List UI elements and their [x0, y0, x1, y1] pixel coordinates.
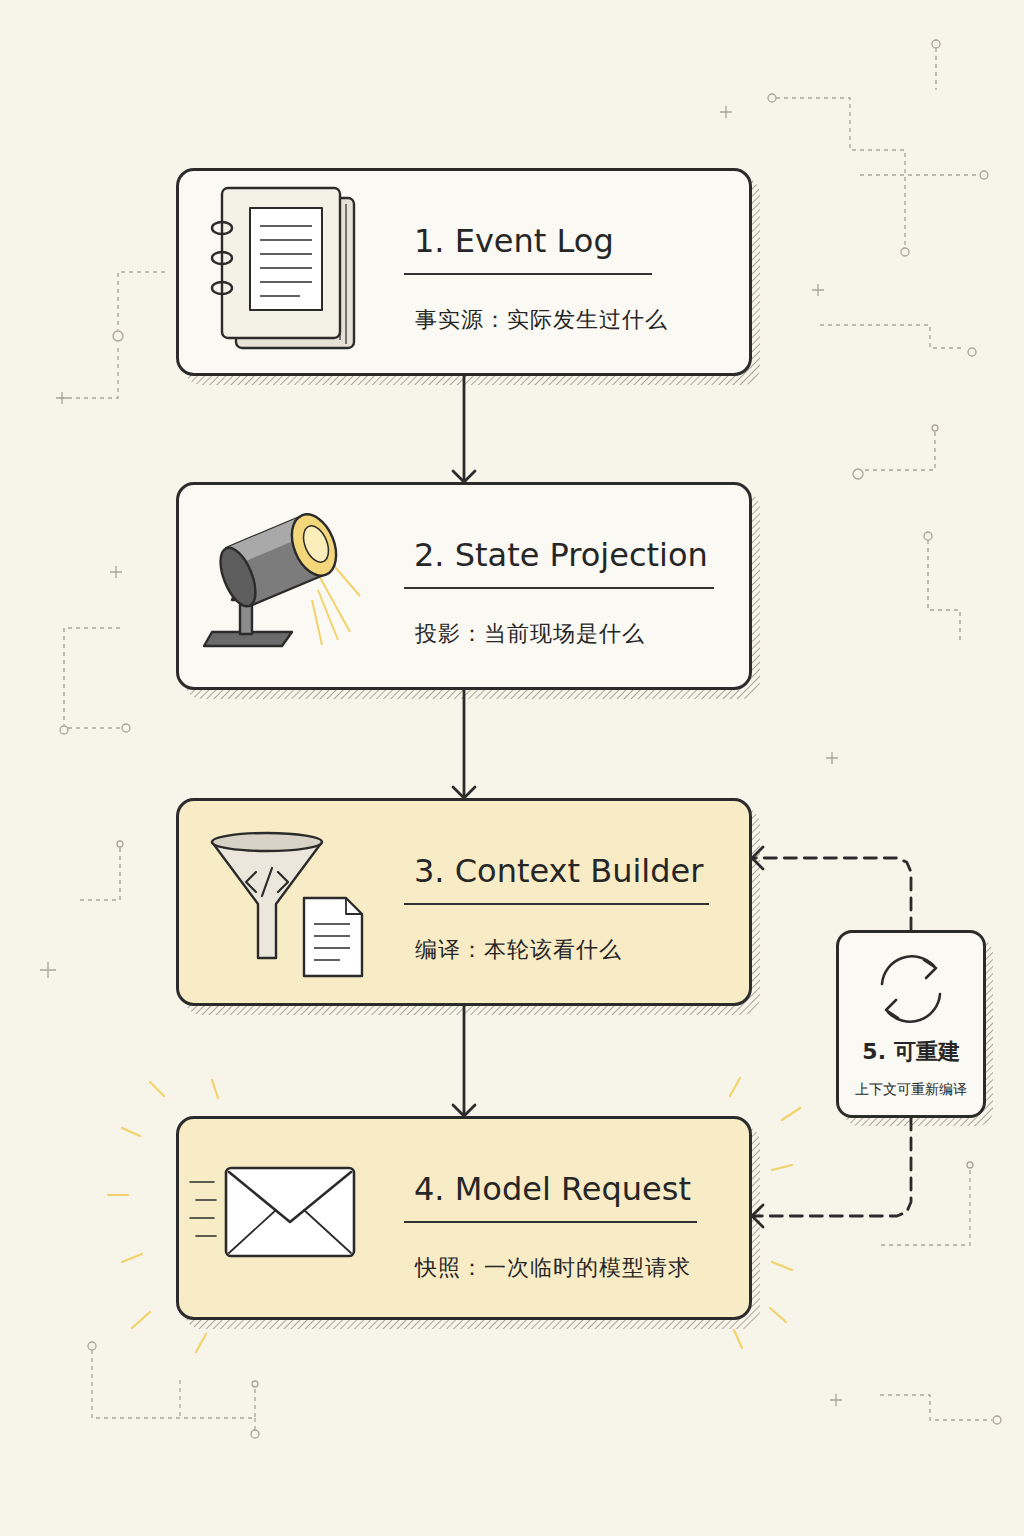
glow-rays-part	[770, 1308, 786, 1322]
glow-rays	[108, 1078, 800, 1352]
node-title: 1. Event Log	[404, 221, 652, 275]
circuit-decoration-part	[68, 727, 120, 728]
circuit-decoration-part	[980, 171, 988, 179]
circuit-decoration-part	[776, 98, 905, 248]
glow-rays-part	[730, 1078, 740, 1096]
circuit-decoration-part	[40, 962, 56, 978]
circuit-decoration-part	[820, 325, 965, 348]
node-description: 投影：当前现场是什么	[415, 619, 645, 649]
circuit-decoration-part	[113, 331, 123, 341]
node-description: 上下文可重新编译	[839, 1079, 983, 1099]
circuit-decoration-part	[60, 726, 68, 734]
node-title: 4. Model Request	[404, 1169, 697, 1223]
circuit-decoration-part	[122, 724, 130, 732]
flow-arrow	[463, 1006, 466, 1116]
circuit-decoration-part	[826, 752, 838, 764]
circuit-decoration-part	[993, 1416, 1001, 1424]
dashed-arrow	[752, 1118, 911, 1216]
node-title: 5. 可重建	[839, 1037, 983, 1067]
circuit-decoration-part	[768, 94, 776, 102]
circuit-decoration-part	[924, 532, 932, 540]
circuit-decoration-part	[251, 1430, 259, 1438]
circuit-decoration-part	[880, 1395, 992, 1420]
glow-rays-part	[734, 1330, 742, 1348]
node-description: 快照：一次临时的模型请求	[415, 1253, 691, 1283]
glow-rays-part	[132, 1312, 150, 1328]
circuit-decoration-part	[64, 628, 120, 725]
glow-rays-part	[772, 1165, 792, 1170]
circuit-decoration-part	[853, 469, 863, 479]
glow-rays-part	[782, 1108, 800, 1120]
circuit-decoration-part	[880, 1170, 970, 1245]
node-title: 2. State Projection	[404, 535, 714, 589]
circuit-decoration	[40, 40, 1001, 1438]
circuit-decoration-part	[254, 1418, 255, 1430]
circuit-decoration-part	[118, 272, 165, 330]
circuit-decoration-part	[932, 40, 940, 48]
circuit-decoration-part	[862, 432, 935, 470]
glow-rays-part	[150, 1082, 164, 1096]
circuit-decoration-part	[110, 566, 122, 578]
circuit-decoration-part	[928, 540, 960, 640]
process-box: 4. Model Request 快照：一次临时的模型请求	[176, 1116, 752, 1320]
circuit-decoration-part	[968, 348, 976, 356]
flow-arrow	[463, 376, 466, 482]
circuit-decoration-part	[967, 1162, 973, 1168]
node-title: 3. Context Builder	[404, 851, 709, 905]
process-box: 1. Event Log 事实源：实际发生过什么	[176, 168, 752, 376]
glow-rays-part	[196, 1334, 206, 1352]
glow-rays-part	[122, 1128, 140, 1136]
circuit-decoration-part	[860, 174, 980, 175]
circuit-decoration-part	[720, 106, 732, 118]
circuit-decoration-part	[117, 841, 123, 847]
glow-rays-part	[212, 1080, 218, 1098]
circuit-decoration-part	[901, 248, 909, 256]
circuit-decoration-part	[80, 848, 120, 900]
circuit-decoration-part	[812, 284, 824, 296]
glow-rays-part	[122, 1254, 142, 1262]
node-description: 编译：本轮该看什么	[415, 935, 622, 965]
dashed-arrow	[752, 858, 911, 930]
glow-rays-part	[108, 1194, 128, 1196]
circuit-decoration-part	[88, 1342, 96, 1350]
circuit-decoration-part	[932, 425, 938, 431]
circuit-decoration-part	[56, 392, 68, 404]
process-box: 3. Context Builder 编译：本轮该看什么	[176, 798, 752, 1006]
circuit-decoration-part	[60, 345, 118, 398]
circuit-decoration-part	[179, 1380, 180, 1418]
note-box: 5. 可重建上下文可重新编译	[836, 930, 986, 1118]
circuit-decoration-part	[935, 48, 936, 90]
circuit-decoration-part	[830, 1394, 842, 1406]
circuit-decoration-part	[92, 1350, 255, 1418]
process-box: 2. State Projection 投影：当前现场是什么	[176, 482, 752, 690]
glow-rays-part	[772, 1262, 792, 1270]
node-description: 事实源：实际发生过什么	[415, 305, 668, 335]
flow-arrow	[463, 690, 466, 798]
circuit-decoration-part	[252, 1381, 258, 1387]
